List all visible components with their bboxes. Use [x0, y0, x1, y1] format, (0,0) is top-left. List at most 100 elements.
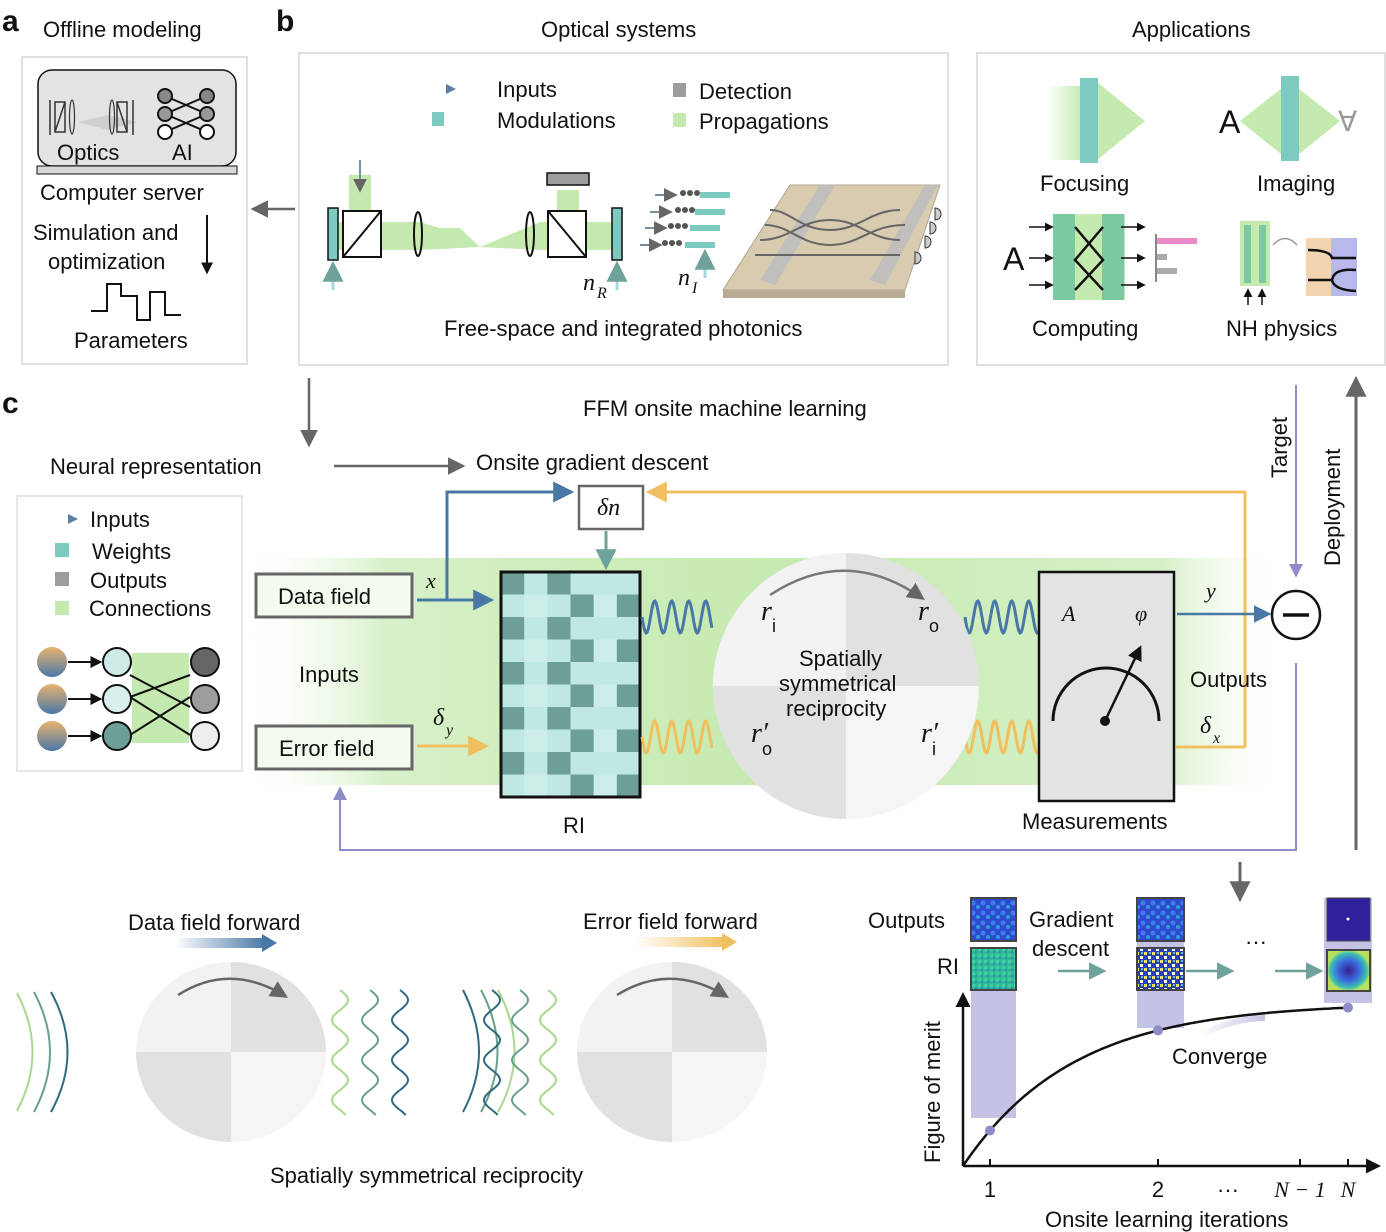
ri-cell — [524, 752, 548, 775]
ri-cell — [570, 594, 595, 618]
ri-cell — [547, 617, 571, 640]
iteration-n-ri-image — [1326, 949, 1371, 992]
x-tick-label: N − 1 — [1273, 1177, 1326, 1202]
ri-cell — [570, 684, 595, 708]
slm-right — [611, 207, 623, 261]
legend-propagations-swatch — [673, 113, 686, 127]
computer-base — [36, 165, 238, 175]
plane-wavefront — [330, 989, 350, 1116]
amplitude-label: A — [1060, 601, 1076, 626]
imaging-label: Imaging — [1257, 171, 1335, 196]
panel-a-letter: a — [2, 5, 19, 38]
reciprocity-circle-error — [577, 962, 767, 1142]
n-r-label: n — [583, 270, 595, 296]
curved-wavefronts-right — [462, 989, 516, 1113]
chart-outputs-label: Outputs — [868, 908, 945, 933]
chart-ellipsis: ··· — [1245, 929, 1267, 954]
panel-a-title: Offline modeling — [43, 17, 202, 42]
ri-cell — [616, 774, 641, 798]
r-i-prime-label: r′ — [921, 718, 939, 749]
measurements-box — [1037, 570, 1176, 803]
outputs-label: Outputs — [1190, 667, 1267, 692]
ri-cell — [547, 752, 571, 775]
ri-cell — [547, 774, 571, 798]
parameters-label: Parameters — [74, 328, 188, 353]
ssr-label-line3: reciprocity — [786, 696, 886, 721]
ri-cell — [593, 662, 618, 685]
free-space-setup — [322, 160, 628, 290]
error-field-label: Error field — [279, 736, 374, 761]
simulation-label-line2: optimization — [48, 249, 165, 274]
ri-cell — [616, 684, 641, 708]
applications-frame — [976, 52, 1386, 366]
x-axis-label: Onsite learning iterations — [1045, 1207, 1288, 1232]
ri-cell — [593, 684, 618, 708]
plane-wavefront — [390, 989, 410, 1116]
data-field-label: Data field — [278, 584, 371, 609]
gradient-descent-line1: Gradient — [1029, 907, 1113, 932]
ri-cell — [501, 752, 525, 775]
chart-ri-label: RI — [937, 954, 959, 979]
n-r-subscript: R — [596, 285, 607, 302]
delta-y-label: δ — [433, 705, 445, 731]
ri-cell — [501, 572, 525, 595]
ri-cell — [570, 752, 595, 775]
ssr-label-line1: Spatially — [799, 646, 882, 671]
parameters-waveform-icon — [91, 283, 181, 321]
panel-c-letter: c — [2, 387, 19, 420]
legend-connections-label: Connections — [89, 596, 211, 621]
ri-cell — [570, 729, 595, 753]
ri-checkerboard — [501, 572, 641, 798]
error-wave-right — [963, 719, 1039, 755]
deployment-label: Deployment — [1320, 449, 1345, 566]
iteration-2-output-image — [1136, 897, 1185, 942]
lens-right — [525, 211, 535, 257]
slm-left — [327, 207, 339, 261]
simulation-label-line1: Simulation and — [33, 220, 179, 245]
ri-cell — [616, 707, 641, 730]
inputs-label: Inputs — [299, 662, 359, 687]
delta-x-subscript: x — [1212, 730, 1220, 747]
plane-wavefronts — [330, 989, 558, 1116]
ri-cell — [570, 572, 595, 595]
data-wave-right — [963, 599, 1039, 635]
data-forward-arrow — [262, 934, 277, 952]
legend-inputs-label: Inputs — [497, 77, 557, 102]
panel-b-frame — [298, 52, 949, 366]
ri-cell — [547, 594, 571, 618]
ri-cell — [524, 662, 548, 685]
error-wave-left — [640, 719, 714, 755]
legend-modulations-swatch — [432, 112, 444, 126]
x-label: x — [425, 568, 436, 593]
ri-cell — [501, 729, 525, 753]
legend-propagations-label: Propagations — [699, 109, 829, 134]
data-forward-label: Data field forward — [128, 910, 300, 935]
ri-cell — [524, 729, 548, 753]
ri-cell — [616, 572, 641, 595]
x-tick-label: ··· — [1217, 1177, 1239, 1202]
computing-input-letter: A — [1003, 241, 1025, 277]
panel-applications: Applications Focusing A ∀ Imaging A — [976, 17, 1386, 366]
ri-frame — [499, 570, 642, 799]
ri-cell — [593, 639, 618, 663]
r-o-label: r — [918, 596, 929, 627]
error-field-box — [254, 724, 414, 771]
panel-b-caption: Free-space and integrated photonics — [444, 316, 802, 341]
iteration-1-ri-image — [970, 947, 1017, 991]
focusing-label: Focusing — [1040, 171, 1129, 196]
y-axis-label: Figure of merit — [920, 1021, 945, 1163]
nh-physics-label: NH physics — [1226, 316, 1337, 341]
ssr-label-line2: symmetrical — [779, 671, 896, 696]
n-i-label: n — [678, 265, 690, 291]
data-wave-left — [640, 599, 714, 635]
ri-cell — [547, 639, 571, 663]
legend-connections-swatch — [55, 601, 69, 615]
ri-cell — [593, 774, 618, 798]
ai-network-icon — [157, 88, 215, 140]
ri-cell — [547, 572, 571, 595]
optics-label: Optics — [57, 140, 119, 165]
computing-bar-pink — [1157, 238, 1197, 244]
ri-cell — [570, 707, 595, 730]
ri-cell — [570, 639, 595, 663]
